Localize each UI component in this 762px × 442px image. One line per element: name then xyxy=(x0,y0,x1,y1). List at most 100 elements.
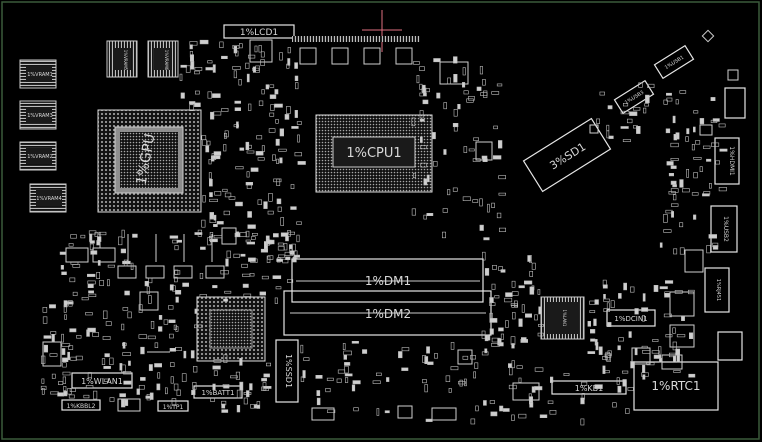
smd-part xyxy=(527,255,531,262)
smd-part xyxy=(120,248,126,254)
smd-part xyxy=(617,385,622,393)
smd-part xyxy=(706,245,711,254)
smd-part xyxy=(672,115,676,124)
rj45-connector[interactable]: 1%RJ451 xyxy=(704,267,730,313)
wlan-label: 1%WLAN1 xyxy=(81,377,123,386)
smd-part xyxy=(101,358,106,366)
smd-part xyxy=(263,373,270,378)
pch-chip[interactable] xyxy=(196,296,266,362)
smd-part xyxy=(686,169,690,178)
smd-part xyxy=(208,172,212,180)
sd-card-slot[interactable]: 3%SD1 xyxy=(522,117,612,193)
smd-part xyxy=(452,123,459,128)
smd-part xyxy=(447,189,451,196)
smd-part xyxy=(49,304,56,309)
smd-part xyxy=(291,126,299,129)
keyboard-connector[interactable]: 1%KB1 xyxy=(551,380,627,395)
smd-part xyxy=(182,282,190,287)
touchpad-connector[interactable]: 1%TP1 xyxy=(157,400,189,412)
smd-part xyxy=(260,51,265,58)
hdmi-connector[interactable]: 1%HDMI1 xyxy=(714,137,740,185)
smd-part xyxy=(433,58,441,63)
smd-part xyxy=(267,255,274,260)
wlan-slot[interactable]: 1%WLAN1 xyxy=(71,372,133,389)
smd-part xyxy=(228,196,236,200)
smd-part xyxy=(643,107,647,114)
cpu-chip[interactable]: 1%CPU1 xyxy=(315,114,433,193)
smd-part xyxy=(521,304,525,313)
smd-part xyxy=(247,224,256,229)
smd-part xyxy=(670,142,679,148)
smd-part xyxy=(269,94,277,99)
smd-part xyxy=(595,342,599,351)
smd-part xyxy=(644,103,649,107)
usb2-label: 1%USB2 xyxy=(722,216,729,242)
smd-part xyxy=(103,365,111,369)
vram3-label: 1%VRAM2 xyxy=(27,154,53,160)
smd-part xyxy=(673,248,678,255)
smd-part xyxy=(275,138,280,146)
smd-part xyxy=(445,375,451,382)
smd-part xyxy=(398,351,403,359)
smd-part xyxy=(176,389,181,396)
smd-part xyxy=(235,231,240,237)
smd-part xyxy=(277,206,282,212)
vram-left-stack[interactable]: 1%VRAM1 1%VRAM3 1%VRAM2 1%VRAM4 xyxy=(19,59,67,213)
smd-part xyxy=(665,128,671,134)
smd-part xyxy=(174,269,179,275)
smd-part xyxy=(247,211,252,218)
kbbl-connector[interactable]: 1%KBBL2 xyxy=(61,399,101,411)
smd-part xyxy=(280,232,289,237)
smd-part xyxy=(424,384,428,393)
smd-part xyxy=(240,253,246,257)
smd-part xyxy=(201,219,206,228)
battery-connector[interactable]: 1%BATT1 xyxy=(193,385,243,399)
smd-part xyxy=(190,350,195,359)
smd-part xyxy=(663,99,668,105)
smd-part xyxy=(118,236,123,246)
smd-part xyxy=(296,234,300,243)
smd-part xyxy=(426,213,434,217)
smd-part xyxy=(207,60,213,64)
smd-part xyxy=(183,350,187,359)
smd-part xyxy=(241,263,248,268)
smd-part xyxy=(69,277,76,283)
smd-part xyxy=(59,251,66,255)
smd-part xyxy=(653,284,659,292)
smd-part xyxy=(712,245,719,250)
smd-part xyxy=(199,272,204,279)
smd-part xyxy=(632,125,638,129)
right-top-connector[interactable] xyxy=(724,87,746,119)
smd-part xyxy=(679,90,687,94)
smd-part xyxy=(275,119,279,124)
smd-part xyxy=(630,286,635,293)
smd-part xyxy=(252,66,256,73)
smd-part xyxy=(62,357,69,362)
dcin-label: 1%DCIN1 xyxy=(614,315,647,323)
smd-part xyxy=(489,302,496,306)
dimm-slot-1[interactable]: 1%DM1 xyxy=(291,258,484,303)
smd-part xyxy=(718,123,726,128)
vram-top-left[interactable]: 1%VRAM5 1%VRAM6 xyxy=(106,40,179,78)
smd-part xyxy=(316,397,321,406)
smd-part xyxy=(175,296,179,303)
smd-part xyxy=(453,56,458,64)
smd-part xyxy=(213,151,222,156)
smd-part xyxy=(691,192,699,196)
usb1-connector[interactable]: 1%USB1 xyxy=(653,44,695,80)
lcd-connector[interactable]: 1%LCD1 xyxy=(223,24,295,39)
dcin-connector[interactable]: 1%DCIN1 xyxy=(606,309,656,327)
rj45-label: 1%RJ451 xyxy=(715,279,721,301)
usb2-connector[interactable]: 1%USB2 xyxy=(710,205,738,253)
smd-part xyxy=(272,233,279,238)
smd-part xyxy=(245,230,250,238)
ssd-slot[interactable]: 1%SSD1 xyxy=(275,339,299,403)
smd-part xyxy=(194,324,203,329)
ec-chip[interactable]: 1%LAN1 xyxy=(540,296,585,340)
gpu-chip[interactable]: 1%GPU xyxy=(97,109,202,213)
smd-part xyxy=(62,371,71,376)
smd-part xyxy=(691,144,695,151)
dimm-slot-2[interactable]: 1%DM2 xyxy=(283,290,492,336)
smd-part xyxy=(344,377,349,383)
vram4-label: 1%VRAM4 xyxy=(36,196,62,202)
